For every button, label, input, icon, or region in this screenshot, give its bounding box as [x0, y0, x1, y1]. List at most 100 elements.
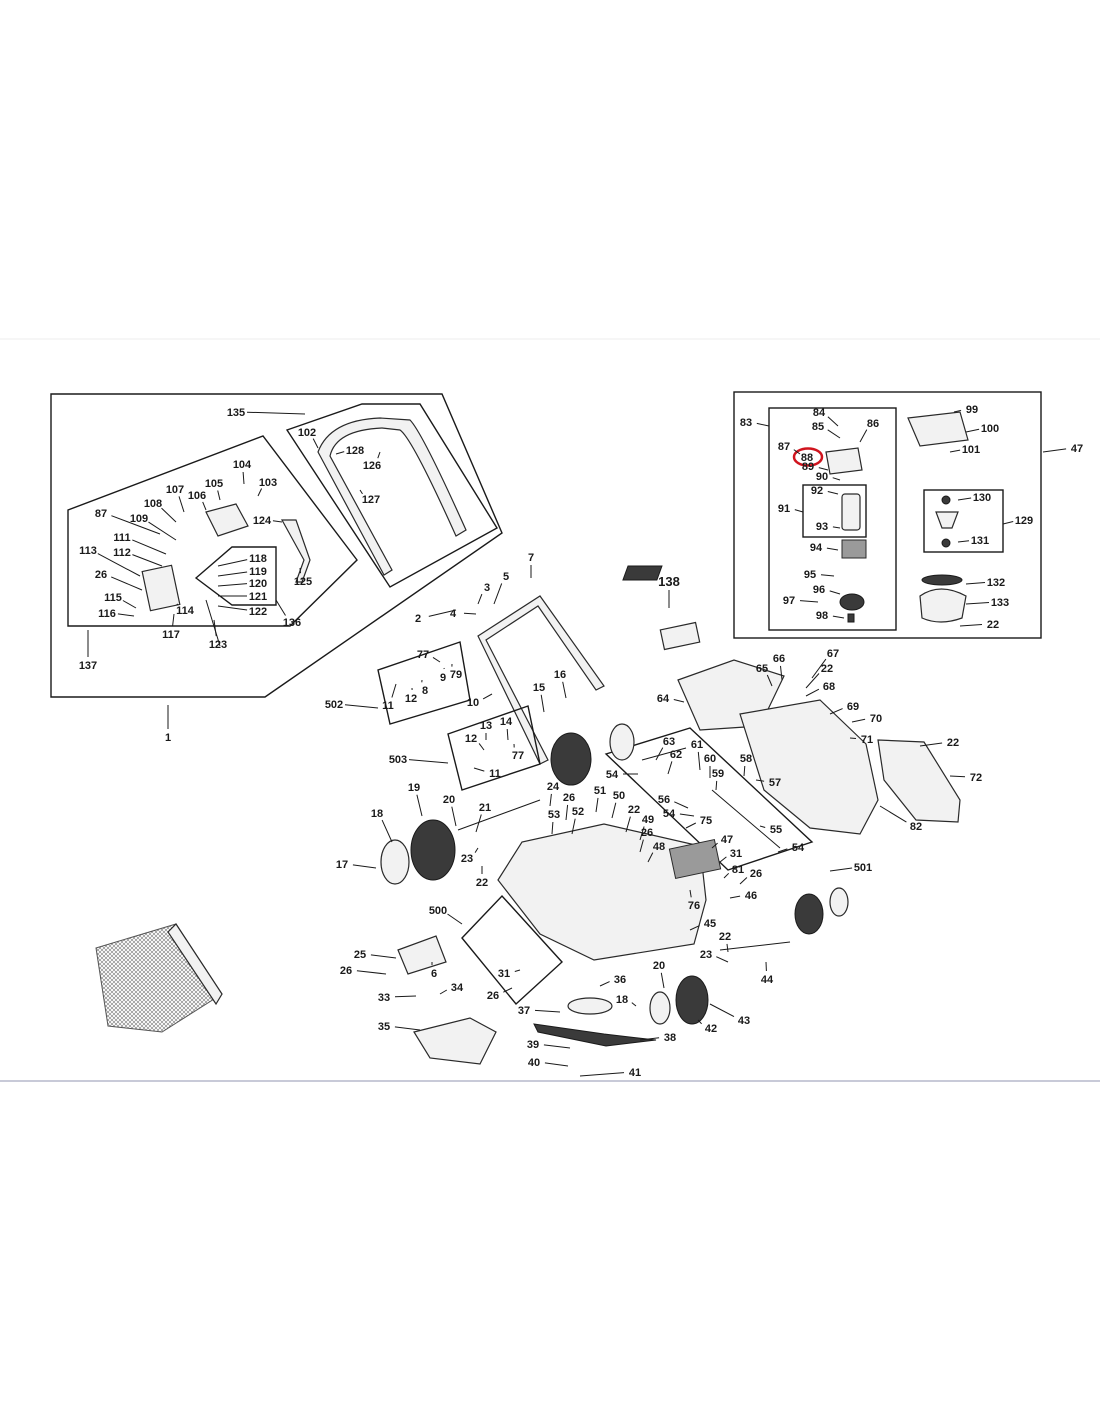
leader-line — [726, 943, 729, 953]
part-label-130: 130 — [973, 492, 991, 504]
part-label-71: 71 — [861, 734, 873, 746]
part-label-75: 75 — [700, 815, 712, 827]
leader-line — [849, 737, 857, 739]
leader-line — [739, 877, 748, 885]
leader-line — [217, 605, 248, 611]
stator-part — [841, 539, 867, 559]
part-label-7: 7 — [528, 552, 534, 564]
leader-line — [111, 515, 161, 535]
part-label-132: 132 — [987, 577, 1005, 589]
part-label-79: 79 — [450, 669, 462, 681]
part-label-102: 102 — [298, 427, 316, 439]
part-label-26: 26 — [563, 792, 575, 804]
leader-line — [335, 451, 345, 455]
rear-wheel-cap-right — [829, 887, 849, 917]
brush-holder-part — [825, 447, 863, 475]
motor-cover-part — [907, 411, 969, 447]
leader-line — [132, 539, 167, 555]
part-label-18: 18 — [616, 994, 628, 1006]
leader-line — [242, 471, 245, 485]
leader-line — [178, 496, 185, 513]
leader-line — [117, 613, 135, 617]
leader-line — [1002, 521, 1014, 525]
part-label-10: 10 — [467, 697, 479, 709]
part-label-12: 12 — [465, 733, 477, 745]
leader-line — [503, 987, 513, 993]
leader-line — [953, 409, 962, 413]
part-label-84: 84 — [813, 407, 826, 419]
axle-rod-right — [719, 941, 791, 951]
leader-line — [394, 1026, 421, 1031]
axle-rod-left — [457, 799, 541, 831]
side-flap-part — [397, 935, 447, 975]
part-label-115: 115 — [104, 592, 122, 604]
leader-line — [794, 509, 804, 513]
part-label-25: 25 — [354, 949, 366, 961]
part-label-502: 502 — [325, 699, 343, 711]
leader-line — [514, 969, 521, 972]
part-label-22: 22 — [476, 877, 488, 889]
leader-line — [202, 501, 207, 511]
part-label-44: 44 — [761, 974, 774, 986]
part-label-125: 125 — [294, 576, 312, 588]
leader-line — [859, 429, 868, 443]
leader-line — [715, 780, 718, 791]
part-label-26: 26 — [487, 990, 499, 1002]
part-label-19: 19 — [408, 782, 420, 794]
part-label-23: 23 — [700, 949, 712, 961]
leader-line — [506, 728, 509, 741]
motor-group — [622, 391, 1042, 639]
part-label-500: 500 — [429, 905, 447, 917]
leader-line — [832, 477, 841, 481]
part-label-37: 37 — [518, 1005, 530, 1017]
leader-line — [111, 576, 143, 591]
part-label-26: 26 — [750, 868, 762, 880]
part-label-114: 114 — [176, 605, 195, 617]
leader-line — [377, 451, 381, 459]
part-label-57: 57 — [769, 777, 781, 789]
shaft-part — [935, 511, 959, 529]
leader-line — [766, 674, 773, 687]
part-label-22: 22 — [628, 804, 640, 816]
part-label-136: 136 — [283, 617, 301, 629]
leader-line — [811, 658, 827, 679]
part-label-46: 46 — [745, 890, 757, 902]
leader-line — [660, 972, 665, 989]
part-label-21: 21 — [479, 802, 491, 814]
part-label-86: 86 — [867, 418, 879, 430]
front-wheel-cap-right — [649, 991, 671, 1025]
part-label-6: 6 — [431, 968, 437, 980]
leader-line — [544, 1062, 569, 1067]
part-label-119: 119 — [249, 566, 267, 578]
part-label-55: 55 — [770, 824, 782, 836]
leader-line — [679, 813, 695, 817]
leader-line — [408, 759, 449, 764]
part-label-106: 106 — [188, 490, 206, 502]
leader-line — [965, 582, 986, 585]
part-label-50: 50 — [613, 790, 625, 802]
part-labels: 1137135136102128126127104103105106107108… — [79, 404, 1083, 1079]
part-label-116: 116 — [98, 608, 116, 620]
part-label-34: 34 — [451, 982, 464, 994]
part-label-54: 54 — [606, 769, 619, 781]
part-label-109: 109 — [130, 513, 148, 525]
leader-line — [674, 801, 689, 809]
part-label-52: 52 — [572, 806, 584, 818]
group-500-frame — [461, 894, 563, 1006]
leader-line — [493, 583, 503, 605]
part-label-42: 42 — [705, 1023, 717, 1035]
part-label-131: 131 — [971, 535, 989, 547]
leader-line — [711, 842, 718, 849]
part-label-49: 49 — [642, 814, 654, 826]
part-label-47: 47 — [721, 834, 733, 846]
leader-line — [639, 839, 644, 853]
leader-line — [148, 521, 177, 541]
leader-line — [829, 590, 841, 595]
leader-line — [723, 872, 730, 879]
part-label-64: 64 — [657, 693, 670, 705]
part-label-18: 18 — [371, 808, 383, 820]
part-label-68: 68 — [823, 681, 835, 693]
cable-part — [280, 519, 311, 583]
leader-line — [217, 559, 248, 567]
